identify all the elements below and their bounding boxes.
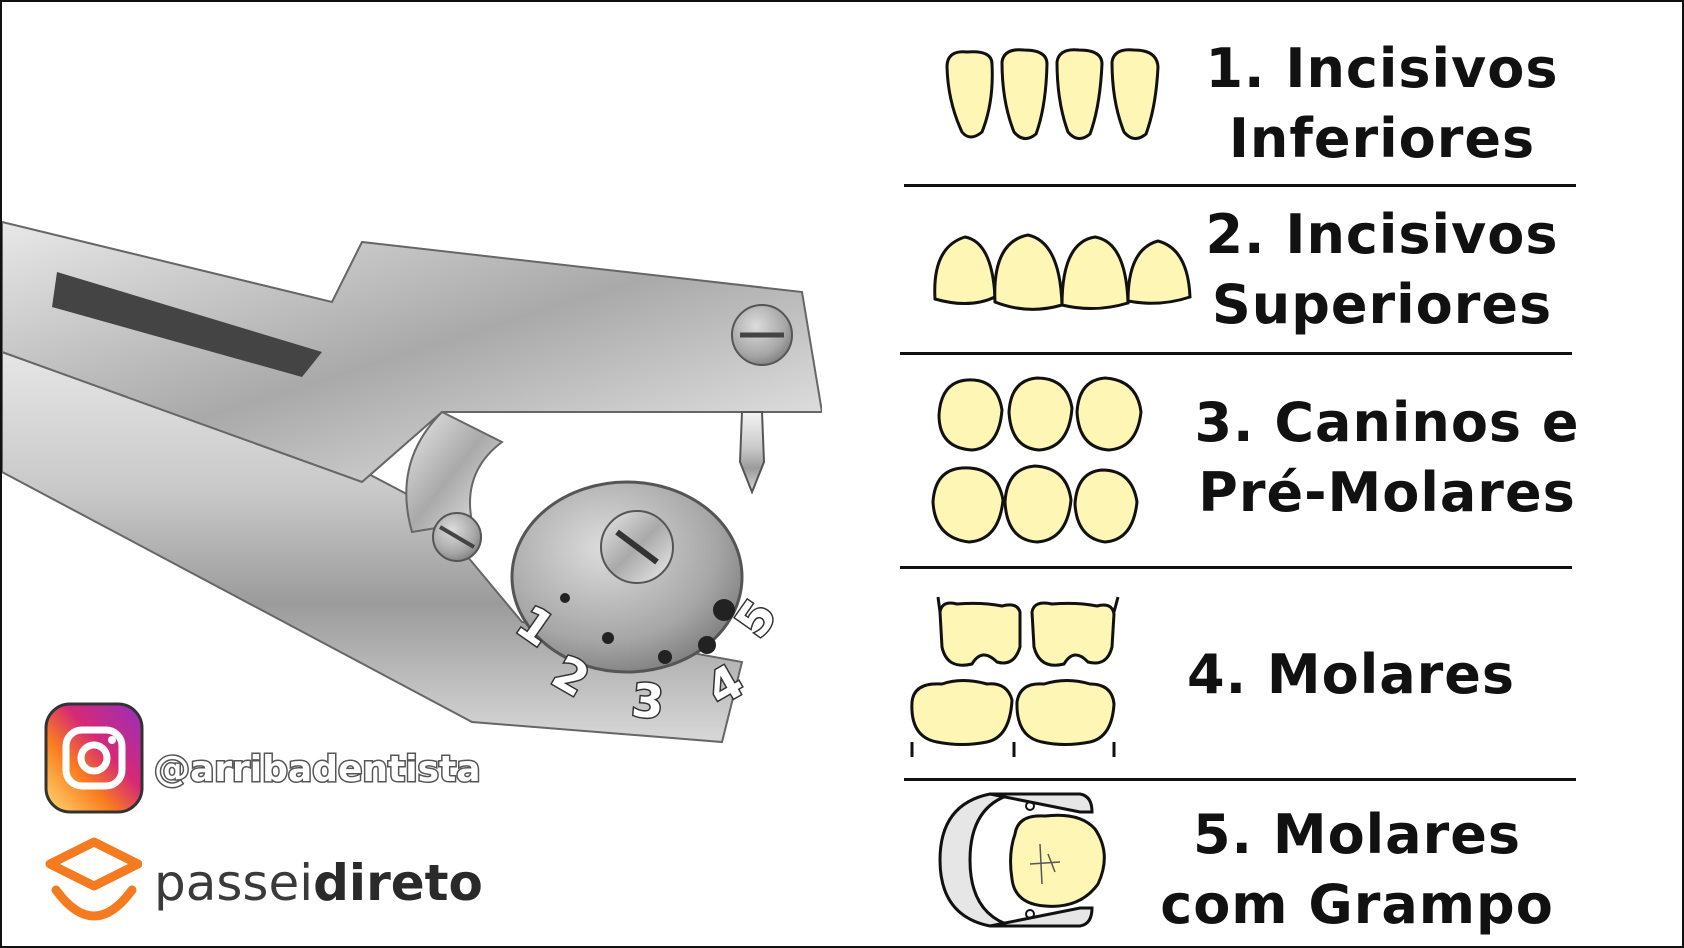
svg-text:@arribadentista: @arribadentista bbox=[154, 749, 481, 790]
passeidireto-logo bbox=[42, 832, 142, 932]
item-4-label: 4. Molares bbox=[1187, 640, 1587, 710]
divider-2 bbox=[900, 352, 1572, 355]
brand-wordmark: passeidireto bbox=[152, 850, 492, 920]
svg-text:passeidireto: passeidireto bbox=[154, 854, 483, 912]
item-3-label: 3. Caninos e Pré-Molares bbox=[1177, 388, 1597, 528]
item-1-label: 1. Incisivos Inferiores bbox=[1177, 34, 1587, 174]
punch-number-3: 3 bbox=[629, 673, 666, 730]
divider-4 bbox=[904, 778, 1576, 781]
divider-1 bbox=[904, 184, 1576, 187]
instagram-handle: @arribadentista bbox=[152, 737, 492, 797]
item-5-label: 5. Molares com Grampo bbox=[1147, 800, 1567, 940]
lower-incisors-illustration bbox=[942, 42, 1167, 152]
rubber-dam-punch-illustration: 1 2 3 4 5 bbox=[2, 202, 822, 762]
upper-incisors-illustration bbox=[930, 227, 1195, 317]
divider-3 bbox=[900, 566, 1572, 569]
molars-illustration bbox=[902, 592, 1137, 762]
instagram-icon bbox=[44, 702, 144, 814]
item-2-label: 2. Incisivos Superiores bbox=[1177, 200, 1587, 340]
molar-with-clamp-illustration bbox=[930, 784, 1120, 936]
canines-premolars-illustration bbox=[927, 370, 1167, 550]
